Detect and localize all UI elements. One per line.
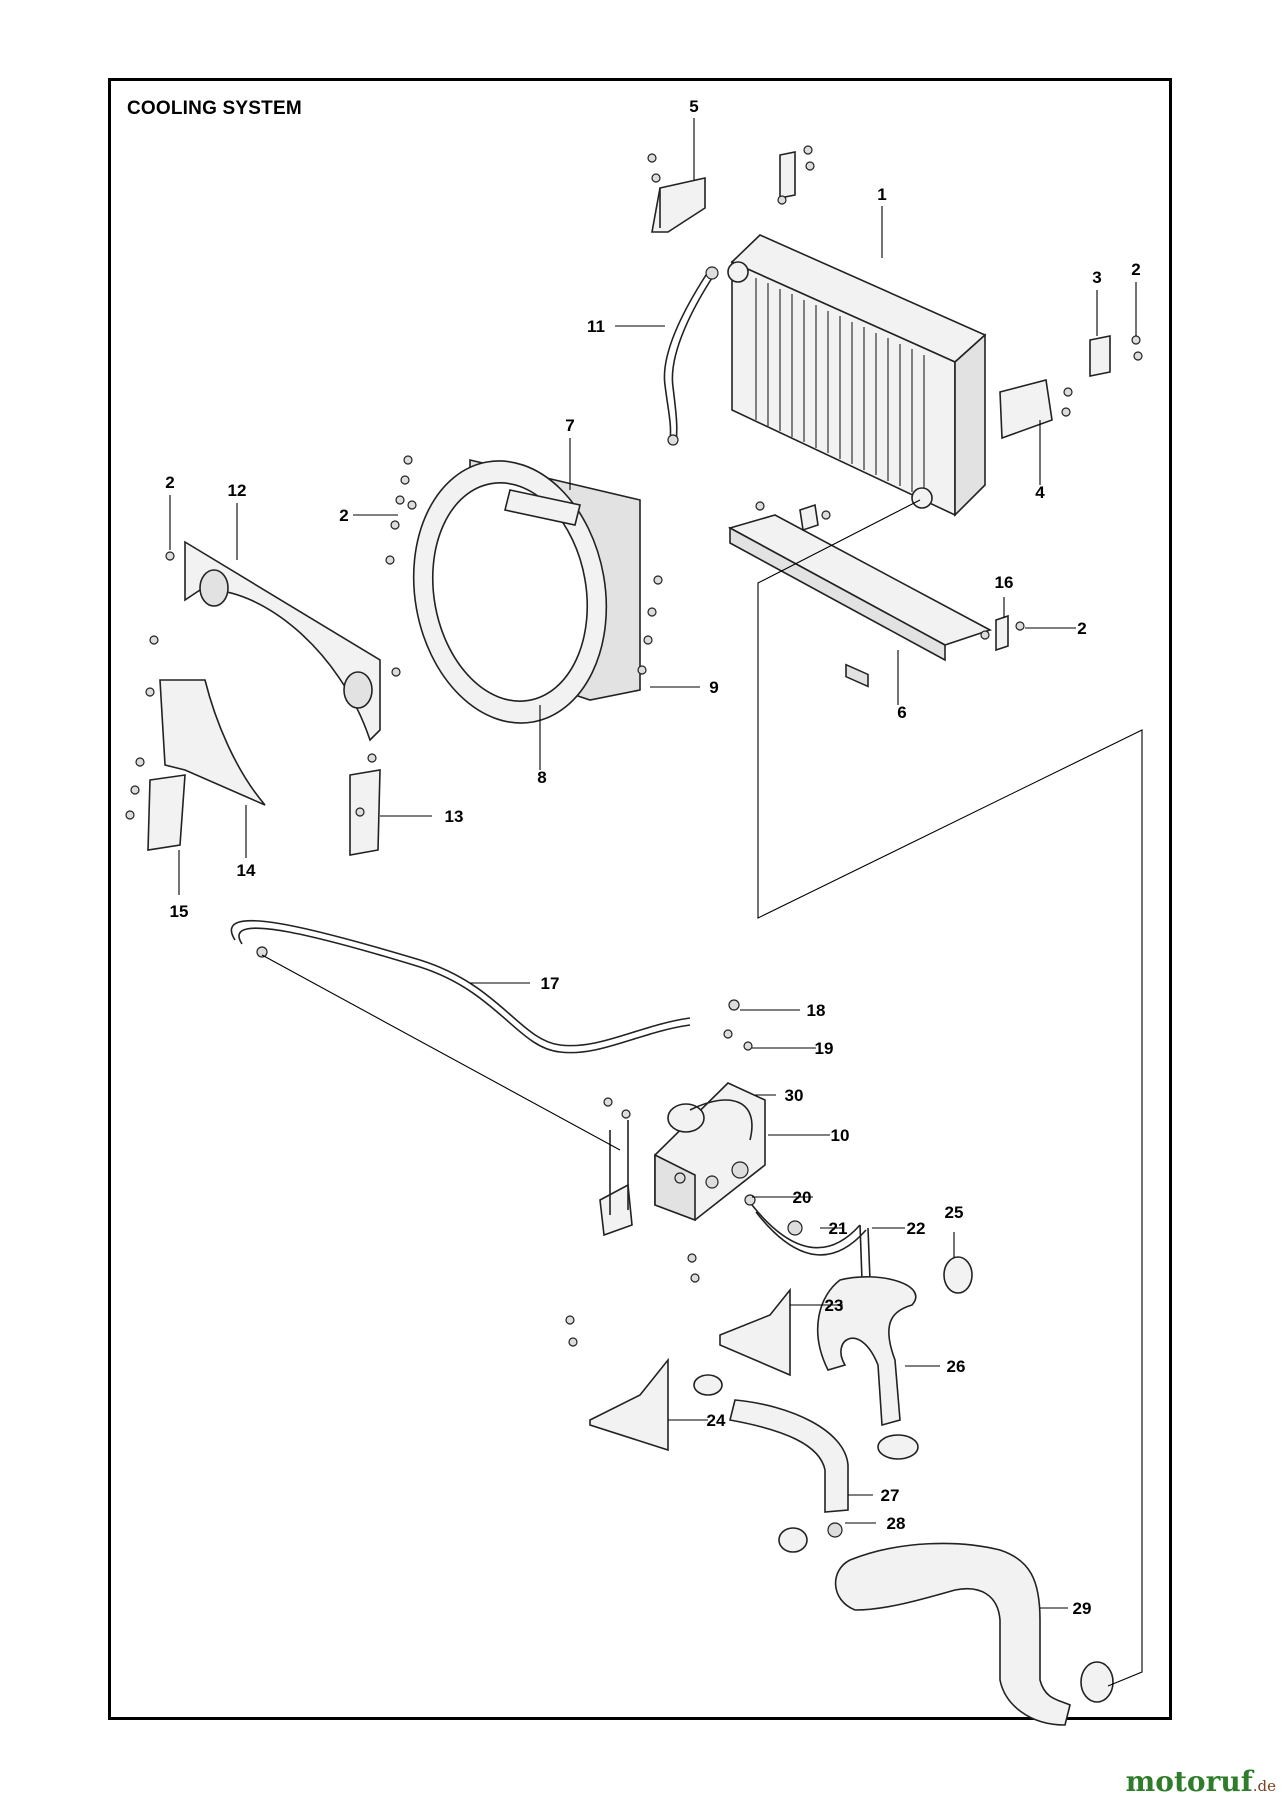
reference-lines xyxy=(261,499,1143,1687)
callout-22: 22 xyxy=(907,1219,926,1238)
bolts-top xyxy=(647,145,815,205)
callout-labels: 1 2 2 2 2 3 4 5 6 7 8 9 10 11 12 13 14 1… xyxy=(165,97,1140,1618)
callout-7: 7 xyxy=(565,416,574,435)
callout-11: 11 xyxy=(587,317,605,336)
callout-24: 24 xyxy=(707,1411,726,1430)
radiator xyxy=(727,234,987,688)
watermark-logo: motoruf.de xyxy=(1126,1765,1276,1798)
callout-2: 2 xyxy=(1077,619,1086,638)
leader-lines xyxy=(169,118,1137,1609)
mount-bar-6 xyxy=(727,501,1025,662)
hose-17 xyxy=(230,919,691,1054)
bracket-3 xyxy=(1089,335,1143,377)
callout-2: 2 xyxy=(165,473,174,492)
shroud-piece-15 xyxy=(125,774,186,851)
callout-8: 8 xyxy=(537,768,546,787)
expansion-tank-10 xyxy=(603,999,766,1222)
bracket-5 xyxy=(651,177,706,233)
callout-14: 14 xyxy=(237,861,256,880)
callout-17: 17 xyxy=(541,974,560,993)
hose-27 xyxy=(693,1374,849,1538)
shroud-piece-13 xyxy=(349,769,381,856)
callout-2: 2 xyxy=(339,506,348,525)
callout-2: 2 xyxy=(1131,260,1140,279)
shroud-piece-14 xyxy=(135,679,266,806)
callout-29: 29 xyxy=(1073,1599,1092,1618)
callout-28: 28 xyxy=(887,1514,906,1533)
callout-27: 27 xyxy=(881,1486,900,1505)
callout-4: 4 xyxy=(1035,483,1045,502)
bracket-23 xyxy=(687,1253,791,1377)
bracket-4 xyxy=(999,379,1073,440)
callout-6: 6 xyxy=(897,703,906,722)
callout-19: 19 xyxy=(815,1039,834,1058)
callout-1: 1 xyxy=(877,185,886,204)
callout-26: 26 xyxy=(947,1357,966,1376)
hose-29 xyxy=(778,1527,1114,1726)
callout-18: 18 xyxy=(807,1001,826,1020)
hose-11 xyxy=(663,266,719,446)
callout-30: 30 xyxy=(785,1086,804,1105)
diagram-title: COOLING SYSTEM xyxy=(127,98,302,119)
diagram-frame xyxy=(108,78,1172,1720)
callout-10: 10 xyxy=(831,1126,850,1145)
hose-21-22 xyxy=(744,1194,871,1281)
callout-23: 23 xyxy=(825,1296,844,1315)
watermark-brand: motoruf xyxy=(1125,1765,1253,1798)
callout-13: 13 xyxy=(445,807,464,826)
tank-bracket xyxy=(599,1120,633,1237)
callout-5: 5 xyxy=(689,97,698,116)
bracket-top-small xyxy=(779,151,796,199)
hose-26 xyxy=(816,1256,973,1460)
watermark-tld: .de xyxy=(1252,1777,1276,1795)
callout-25: 25 xyxy=(945,1203,964,1222)
fan-shroud xyxy=(385,455,663,724)
callout-9: 9 xyxy=(709,678,718,697)
bracket-24 xyxy=(565,1315,669,1452)
callout-21: 21 xyxy=(829,1219,848,1238)
callout-12: 12 xyxy=(228,481,247,500)
callout-3: 3 xyxy=(1092,268,1101,287)
callout-15: 15 xyxy=(170,902,189,921)
callout-20: 20 xyxy=(793,1188,812,1207)
callout-16: 16 xyxy=(995,573,1014,592)
shroud-plate-12 xyxy=(149,540,401,763)
